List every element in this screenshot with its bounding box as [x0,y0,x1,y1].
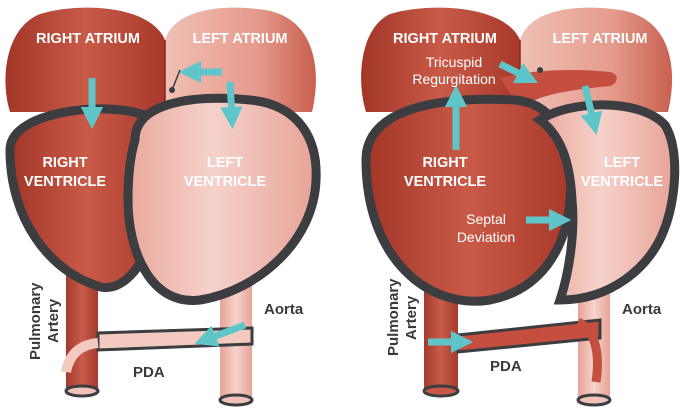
right-heart-left-ventricle-label-2: VENTRICLE [581,174,664,190]
right-heart-aorta-label: Aorta [622,301,662,318]
right-heart-arrow-tricuspid [498,60,539,84]
right-heart-septal-label-2: Deviation [457,229,515,245]
left-heart-pda-label: PDA [133,364,165,381]
right-heart-right-atrium-label: RIGHT ATRIUM [393,31,497,47]
right-heart-right-ventricle-label-2: VENTRICLE [404,174,487,190]
right-heart-left-ventricle-shape [532,100,680,305]
left-heart-left-ventricle-label-2: VENTRICLE [184,174,267,190]
left-heart-left-atrium-shape [165,7,316,112]
left-heart-pulmonary-artery-label-2: Artery [45,298,62,343]
left-heart-right-ventricle-label-1: RIGHT [42,155,87,171]
right-heart-left-ventricle-label-1: LEFT [604,155,640,171]
left-heart-arrow-pda [194,321,247,347]
left-heart-right-atrium-shape [5,7,166,112]
right-heart-tricuspid-label-1: Tricuspid [426,54,482,70]
right-heart-arrow-la-lv [580,85,603,135]
left-heart-left-ventricle-shape [123,93,321,305]
left-heart-arrow-la-lv [220,81,243,130]
left-heart-left-ventricle-label-1: LEFT [207,155,243,171]
left-heart-right-atrium-label: RIGHT ATRIUM [36,31,140,47]
right-heart-pda-label: PDA [490,358,522,375]
right-heart: RIGHT ATRIUM LEFT ATRIUM Tricuspid Regur… [361,7,680,407]
right-heart-right-atrium-shape [361,7,520,112]
right-heart-tricuspid-label-2: Regurgitation [412,71,495,87]
left-heart-pulmonary-artery-label-1: Pulmonary [27,282,44,360]
right-heart-right-ventricle-label-1: RIGHT [422,155,467,171]
right-heart-right-ventricle-shape [361,94,576,306]
left-heart-aorta-label: Aorta [264,301,304,318]
right-heart-pulmonary-artery-label-1: Pulmonary [385,278,402,356]
left-heart-left-atrium-label: LEFT ATRIUM [192,31,287,47]
left-heart-right-ventricle-label-2: VENTRICLE [24,174,107,190]
right-heart-septal-label-1: Septal [466,211,506,227]
left-heart: RIGHT ATRIUM LEFT ATRIUM RIGHT VENTRICLE… [5,7,321,407]
right-heart-pulmonary-artery-label-2: Artery [403,295,420,340]
right-heart-left-atrium-label: LEFT ATRIUM [552,31,647,47]
